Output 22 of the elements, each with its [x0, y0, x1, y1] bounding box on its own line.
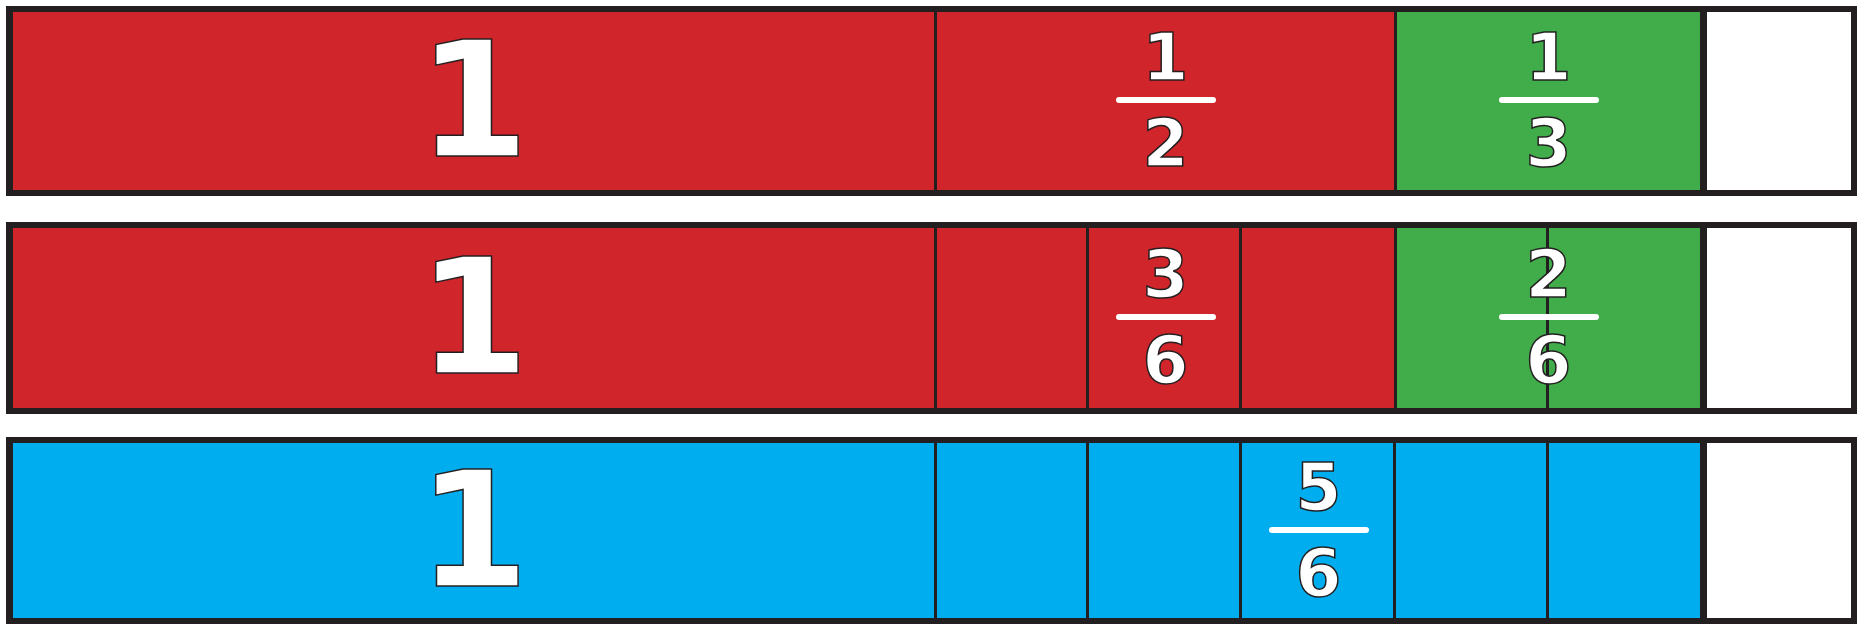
denominator: 2 — [1142, 111, 1189, 177]
bar-segment — [934, 222, 1394, 414]
empty-segment — [1700, 6, 1857, 196]
bar-segment — [934, 6, 1394, 196]
bar-segment — [934, 437, 1700, 624]
bar-segment — [6, 437, 934, 624]
numerator: 3 — [1142, 242, 1189, 308]
denominator: 3 — [1525, 111, 1572, 177]
bar-segment — [1394, 6, 1700, 196]
numerator: 5 — [1295, 454, 1342, 521]
bar-segment — [6, 222, 934, 414]
bar-segment — [1394, 222, 1700, 414]
numerator: 1 — [1142, 25, 1189, 91]
numerator: 1 — [1525, 25, 1572, 91]
denominator: 6 — [1295, 540, 1342, 607]
empty-segment — [1700, 437, 1857, 624]
empty-segment — [1700, 222, 1857, 414]
whole-number: 1 — [417, 238, 530, 398]
whole-number: 1 — [417, 450, 530, 611]
whole-number: 1 — [417, 21, 530, 181]
bar-segment — [6, 6, 934, 196]
denominator: 6 — [1142, 328, 1189, 394]
